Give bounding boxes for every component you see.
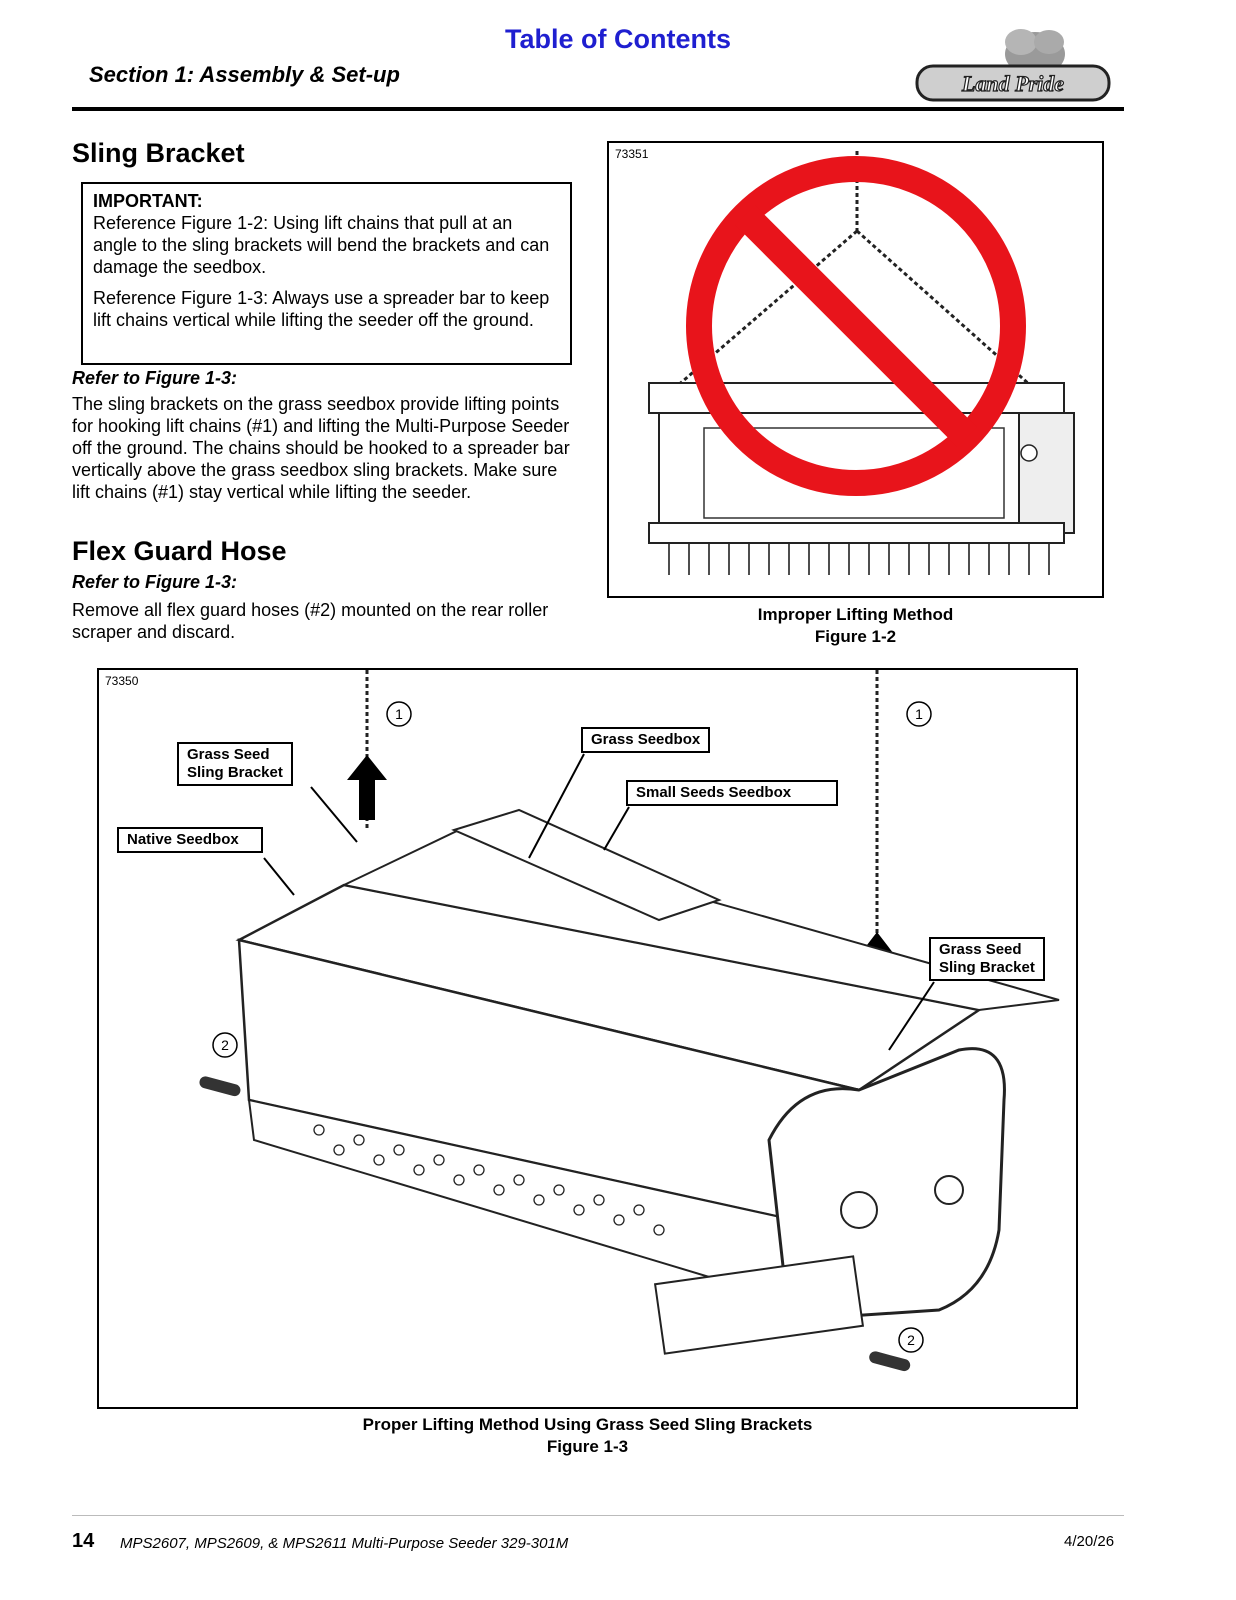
callout-grass-seedbox: Grass Seedbox bbox=[581, 727, 711, 753]
improper-lifting-illustration bbox=[648, 151, 1075, 575]
marker-1-left: 1 bbox=[395, 706, 403, 722]
callout-grass-seed-sling-bracket-left: Grass Seed Sling Bracket bbox=[177, 742, 293, 786]
document-title: MPS2607, MPS2609, & MPS2611 Multi-Purpos… bbox=[120, 1535, 569, 1552]
sling-bracket-heading: Sling Bracket bbox=[72, 138, 245, 168]
marker-2-right: 2 bbox=[907, 1332, 915, 1348]
marker-1-right: 1 bbox=[915, 706, 923, 722]
figure-1-3-caption-number: Figure 1-3 bbox=[546, 1437, 629, 1456]
figure-1-2-caption-title: Improper Lifting Method bbox=[757, 605, 954, 624]
figure-1-3-caption-title: Proper Lifting Method Using Grass Seed S… bbox=[362, 1415, 813, 1434]
marker-2-left: 2 bbox=[221, 1037, 229, 1053]
marker-circle-1-left bbox=[386, 701, 412, 727]
figure-1-3-caption: Proper Lifting Method Using Grass Seed S… bbox=[97, 1414, 1078, 1458]
svg-text:Land Pride: Land Pride bbox=[961, 71, 1064, 96]
figure-1-3-frame: 73350 bbox=[97, 668, 1078, 1409]
figure-1-2-caption: Improper Lifting Method Figure 1-2 bbox=[607, 604, 1104, 648]
proper-lifting-illustration: 1 1 2 2 bbox=[199, 670, 1060, 1372]
important-paragraph-1: Reference Figure 1-2: Using lift chains … bbox=[93, 213, 550, 277]
land-pride-logo: Land Pride bbox=[915, 29, 1111, 102]
footer-rule bbox=[72, 1515, 1124, 1516]
sling-bracket-body: The sling brackets on the grass seedbox … bbox=[72, 394, 570, 502]
marker-circle-2-right bbox=[898, 1327, 924, 1353]
marker-circle-1-right bbox=[906, 701, 932, 727]
flex-guard-hose-heading: Flex Guard Hose bbox=[72, 536, 287, 566]
refer-figure-1-3: Refer to Figure 1-3: bbox=[72, 368, 238, 388]
important-paragraph-2: Reference Figure 1-3: Always use a sprea… bbox=[93, 288, 550, 330]
page-number: 14 bbox=[72, 1530, 95, 1552]
callout-grass-seed-sling-bracket-right: Grass Seed Sling Bracket bbox=[929, 937, 1045, 981]
figure-1-2-id: 73351 bbox=[615, 147, 649, 161]
refer-figure-1-3-flex: Refer to Figure 1-3: bbox=[72, 572, 238, 592]
figure-1-2-caption-number: Figure 1-2 bbox=[814, 627, 897, 646]
section-title: Section 1: Assembly & Set-up bbox=[89, 62, 400, 87]
important-label: IMPORTANT: bbox=[93, 191, 203, 211]
table-of-contents-link[interactable]: Table of Contents bbox=[505, 24, 731, 54]
important-box: IMPORTANT: Reference Figure 1-2: Using l… bbox=[81, 182, 572, 365]
marker-circle-2-left bbox=[212, 1032, 238, 1058]
callout-native-seedbox: Native Seedbox bbox=[117, 827, 263, 853]
header-rule bbox=[72, 107, 1124, 111]
revision-date: 4/20/26 bbox=[1064, 1533, 1115, 1550]
figure-1-3-id: 73350 bbox=[105, 674, 139, 688]
callout-small-seeds-seedbox: Small Seeds Seedbox bbox=[626, 780, 838, 806]
flex-guard-hose-body: Remove all flex guard hoses (#2) mounted… bbox=[72, 600, 549, 642]
figure-1-2-frame: 73351 bbox=[607, 141, 1104, 598]
